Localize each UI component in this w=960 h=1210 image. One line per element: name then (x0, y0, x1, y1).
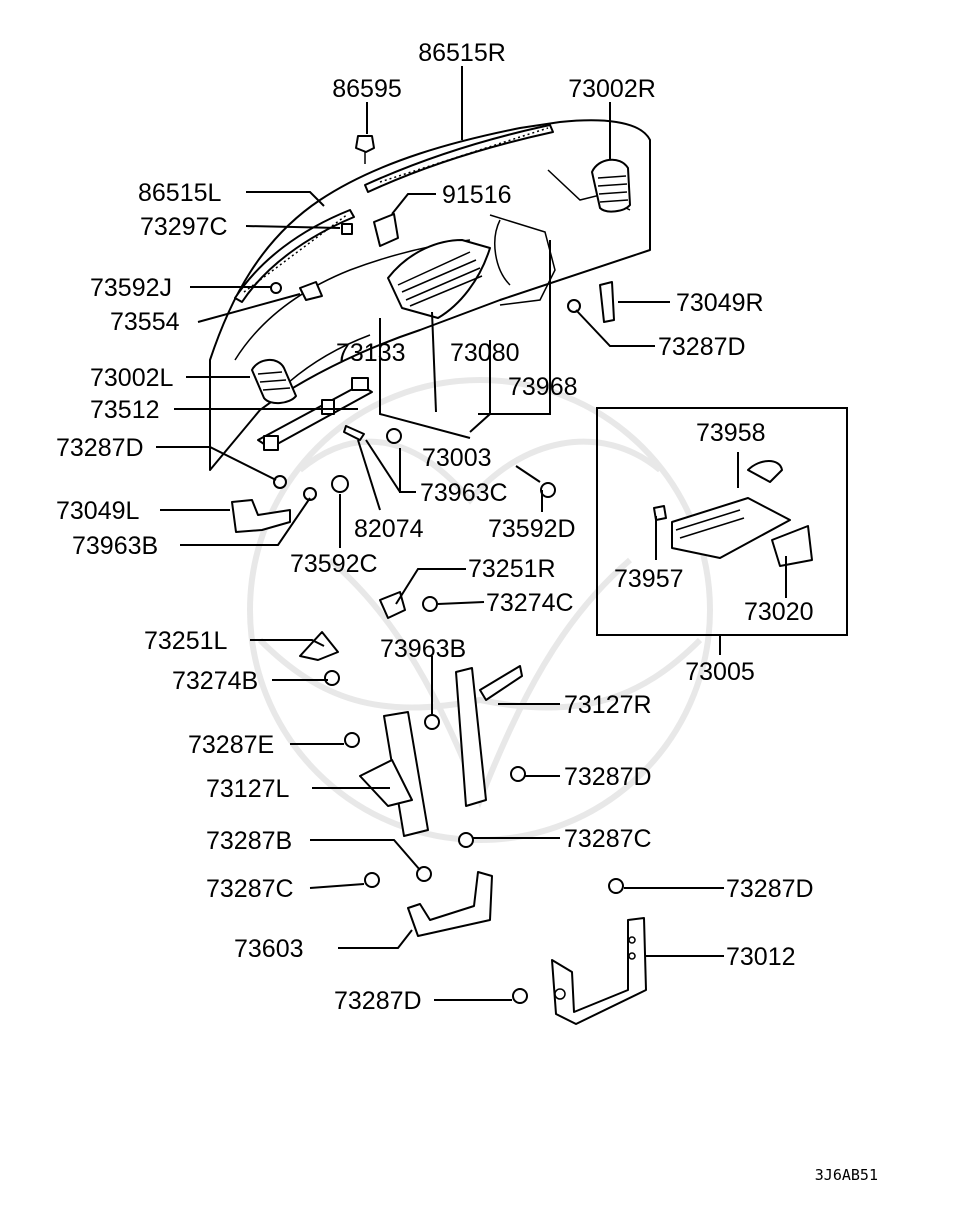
label-86595: 86595 (332, 75, 402, 103)
label-73963B-lower: 73963B (380, 635, 466, 663)
label-73958: 73958 (696, 419, 766, 447)
label-73554: 73554 (110, 308, 180, 336)
label-73020: 73020 (744, 598, 814, 626)
label-73963C: 73963C (420, 479, 508, 507)
label-73002R: 73002R (568, 75, 656, 103)
drawing-code: 3J6AB51 (815, 1166, 878, 1184)
label-73049L: 73049L (56, 497, 140, 525)
label-73080: 73080 (450, 339, 520, 367)
label-73287C-left: 73287C (206, 875, 294, 903)
defroster-grille-left (234, 209, 355, 303)
label-73127R: 73127R (564, 691, 652, 719)
label-73287C-right: 73287C (564, 825, 652, 853)
label-73274B: 73274B (172, 667, 258, 695)
label-73592C: 73592C (290, 550, 378, 578)
label-73603: 73603 (234, 935, 304, 963)
label-73049R: 73049R (676, 289, 764, 317)
label-86515L: 86515L (138, 179, 222, 207)
label-73251L: 73251L (144, 627, 228, 655)
label-73287D-lower-right: 73287D (726, 875, 814, 903)
side-vent-right (591, 158, 631, 213)
label-73592D: 73592D (488, 515, 576, 543)
label-91516: 91516 (442, 181, 512, 209)
bracket-73049L (231, 499, 291, 533)
label-73287D-middle: 73287D (564, 763, 652, 791)
label-86515R: 86515R (418, 39, 506, 67)
label-73592J: 73592J (90, 274, 172, 302)
defroster-grille-right (364, 124, 554, 193)
label-73133: 73133 (336, 339, 406, 367)
label-73287D-upper-right: 73287D (658, 333, 746, 361)
label-73002L: 73002L (90, 364, 174, 392)
label-73251R: 73251R (468, 555, 556, 583)
leader-lines (156, 66, 787, 1001)
label-73287B: 73287B (206, 827, 292, 855)
label-73968: 73968 (508, 373, 578, 401)
label-73963B-upper: 73963B (72, 532, 158, 560)
lower-brackets (299, 591, 647, 1025)
label-73287D-left: 73287D (56, 434, 144, 462)
callout-labels: 86515R 86595 73002R 86515L 91516 73297C … (56, 39, 878, 1184)
label-73274C: 73274C (486, 589, 574, 617)
center-air-vent (387, 239, 491, 319)
label-73005: 73005 (685, 658, 755, 686)
label-73127L: 73127L (206, 775, 290, 803)
label-73297C: 73297C (140, 213, 228, 241)
glove-box-inset (596, 407, 848, 636)
side-vent-left (251, 359, 297, 404)
label-73287D-bottom: 73287D (334, 987, 422, 1015)
label-73012: 73012 (726, 943, 796, 971)
label-73957: 73957 (614, 565, 684, 593)
label-82074: 82074 (354, 515, 424, 543)
label-73512: 73512 (90, 396, 160, 424)
label-73003: 73003 (422, 444, 492, 472)
fasteners-top (270, 135, 615, 501)
dash-reinforcement-bar (257, 377, 373, 451)
label-73287E: 73287E (188, 731, 274, 759)
watermark-emblem (247, 377, 713, 843)
